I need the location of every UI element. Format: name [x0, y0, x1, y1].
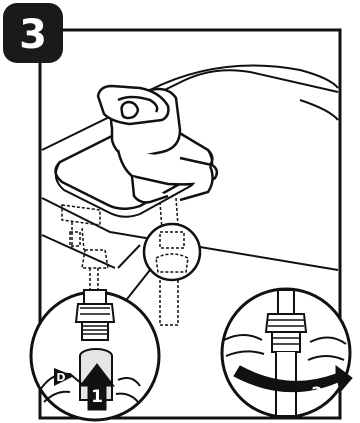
- detail-circle-tighten: [222, 289, 350, 417]
- tighten-step-number: 2: [311, 383, 322, 402]
- push-step-number: 1: [91, 387, 103, 407]
- step-number: 3: [19, 12, 47, 58]
- label-d: D: [56, 371, 65, 384]
